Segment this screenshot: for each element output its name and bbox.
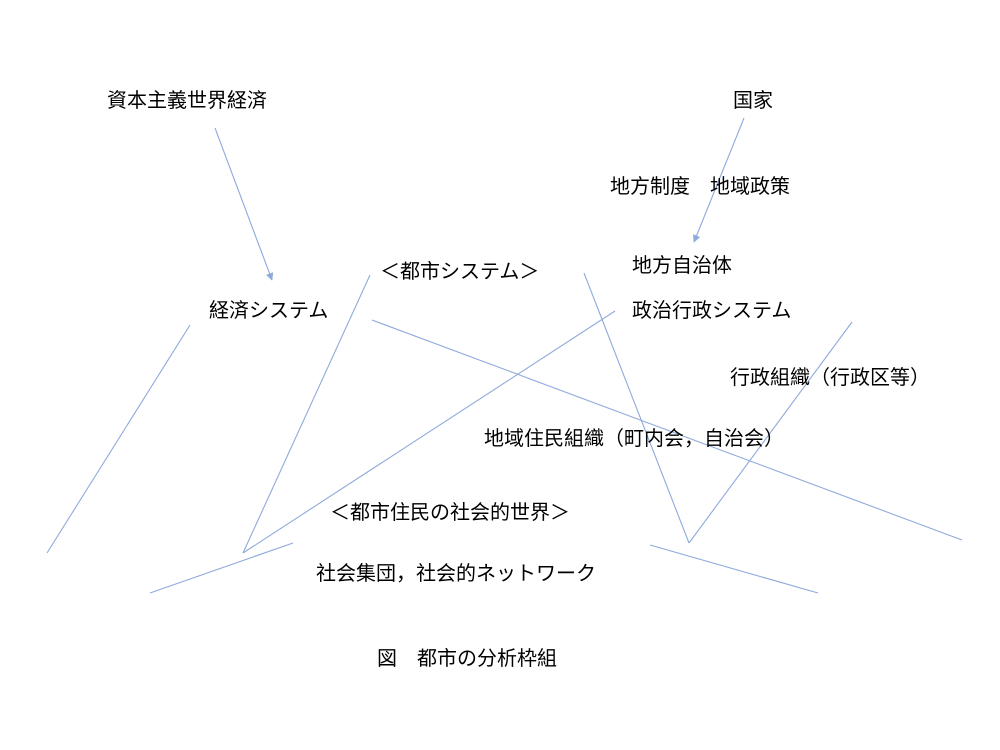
arrow-state-to-local-government <box>693 117 745 243</box>
label-local-system-policy: 地方制度 地域政策 <box>610 174 790 198</box>
label-urban-system: ＜都市システム＞ <box>380 259 540 283</box>
line-admin-to-vertex <box>688 321 853 544</box>
label-economic-system: 経済システム <box>209 298 329 322</box>
label-state: 国家 <box>733 88 773 112</box>
arrow-capitalism-to-economic <box>214 127 274 281</box>
label-social-groups: 社会集団，社会的ネットワーク <box>316 561 596 585</box>
label-capitalist-world-economy: 資本主義世界経済 <box>107 88 267 112</box>
label-admin-organization: 行政組織（行政区等） <box>730 365 930 389</box>
label-residents-organization: 地域住民組織（町内会，自治会） <box>484 426 784 450</box>
line-urban-system-right <box>583 272 690 544</box>
line-base-right <box>649 544 819 594</box>
line-economic-to-right <box>371 319 963 541</box>
label-social-world: ＜都市住民の社会的世界＞ <box>330 500 570 524</box>
line-economic-left <box>46 324 191 554</box>
label-local-government: 地方自治体 <box>632 253 732 277</box>
line-base-left <box>149 542 294 594</box>
line-political-to-social <box>242 310 616 554</box>
figure-caption: 図 都市の分析枠組 <box>377 646 557 670</box>
line-urban-system-left <box>242 274 371 554</box>
label-political-admin-system: 政治行政システム <box>632 298 792 322</box>
